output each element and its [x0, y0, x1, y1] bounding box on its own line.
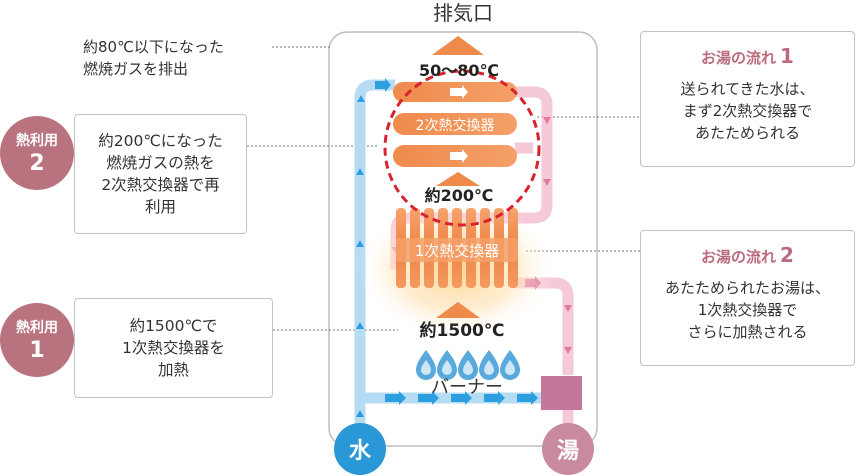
heat-use-1-badge: 熱利用 1 [0, 303, 74, 377]
heat-use-2-badge: 熱利用 2 [0, 116, 74, 190]
flow-2-title-text: お湯の流れ [701, 248, 777, 266]
heat-use-2-box: 約200℃になった 燃焼ガスの熱を 2次熱交換器で再 利用 [74, 114, 247, 234]
exhaust-arrow [432, 36, 484, 55]
secondary-heat-exchanger [393, 82, 517, 167]
primary-heat-exchanger [396, 208, 518, 288]
secondary-hx-label: 2次熱交換器 [416, 117, 495, 134]
hot-water-outlet-circle [542, 423, 594, 475]
flow-2-number: 2 [780, 243, 794, 267]
flow-1-number: 1 [780, 44, 794, 68]
water-inlet-circle [334, 423, 386, 475]
water-label: 水 [349, 439, 372, 464]
burner-flue-arrow [436, 302, 480, 318]
heat-use-2-badge-label: 熱利用 [16, 133, 58, 149]
flow-1-text: 送られてきた水は、 まず2次熱交換器で あたためられる [680, 80, 815, 142]
hot-water-label: 湯 [557, 439, 579, 464]
heat-use-1-box: 約1500℃で 1次熱交換器を 加熱 [74, 298, 273, 398]
burner-label: バーナー [431, 377, 503, 398]
temp-bottom-label: 約1500℃ [420, 320, 505, 341]
flow-1-title-text: お湯の流れ [701, 49, 777, 67]
heat-use-2-text: 約200℃になった 燃焼ガスの熱を 2次熱交換器で再 利用 [98, 132, 223, 216]
primary-hx-label: 1次熱交換器 [415, 242, 500, 260]
heat-use-1-badge-label: 熱利用 [16, 320, 58, 336]
hot-water-outlet-box [541, 376, 582, 410]
top-note: 約80℃以下になった 燃焼ガスを排出 [83, 38, 224, 78]
temp-top-label: 50～80℃ [419, 61, 499, 80]
burner-flames [416, 350, 520, 380]
heater-unit-outline [328, 31, 598, 447]
heat-use-2-badge-number: 2 [29, 151, 45, 176]
secondary-hx-highlight-circle [383, 69, 541, 227]
temp-mid-label: 約200℃ [425, 186, 494, 205]
heat-use-1-text: 約1500℃で 1次熱交換器を 加熱 [122, 317, 225, 379]
heat-use-1-badge-number: 1 [29, 338, 45, 363]
flow-2-text: あたためられたお湯は、 1次熱交換器で さらに加熱される [664, 279, 830, 341]
mid-flue-arrow [436, 172, 480, 186]
exhaust-label: 排気口 [433, 1, 493, 25]
